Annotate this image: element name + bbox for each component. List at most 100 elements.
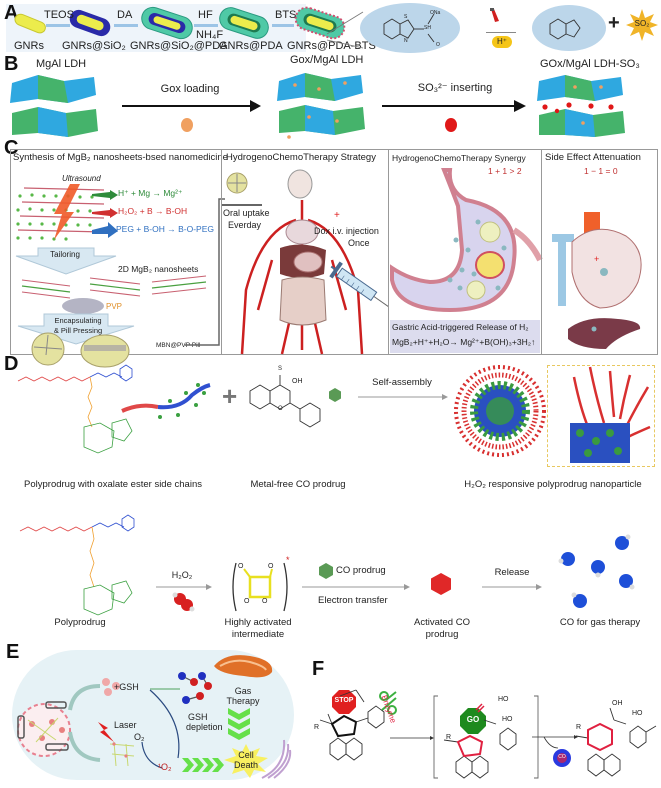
bts-sh-label: SH xyxy=(424,25,431,31)
species-gnrs-pda: GNRs@PDA xyxy=(219,40,283,52)
intermediate-o-3: O xyxy=(244,598,250,605)
polymer-chain-icon xyxy=(121,383,211,419)
product-r-label: R xyxy=(576,724,582,731)
panel-label-f: F xyxy=(312,658,325,680)
polyprodrug-structure-2 xyxy=(19,514,135,616)
er-membrane-icon xyxy=(261,739,292,779)
intermediate-caption-1: Highly activated xyxy=(224,617,292,628)
plus-sign-d: + xyxy=(222,381,238,411)
tailoring-arrow xyxy=(15,247,117,275)
oral-pill-icon xyxy=(226,172,248,194)
intermediate-o-2: O xyxy=(268,563,274,570)
reaction-arrows xyxy=(92,190,118,238)
co-gas-therapy-caption: CO for gas therapy xyxy=(559,617,641,628)
co-prodrug-oh: OH xyxy=(292,378,303,385)
nanosheets-label: 2D MgB₂ nanosheets xyxy=(118,264,199,274)
mitochondria-icon xyxy=(214,655,273,678)
release-arrow xyxy=(482,584,542,590)
gnr-rod-icon xyxy=(14,13,46,34)
mgb2-layers-illustration xyxy=(16,184,105,241)
tailoring-label: Tailoring xyxy=(50,250,80,259)
stop-octagon-icon xyxy=(332,690,356,714)
polyprodrug-caption-1: Polyprodrug with oxalate ester side chai… xyxy=(24,479,202,490)
species-gnrs-pda-bts: GNRs@PDA-BTS xyxy=(287,40,376,52)
enzyme-scissors-icon xyxy=(379,691,397,715)
panel-label-d: D xyxy=(4,353,19,375)
electron-transfer-arrow xyxy=(302,584,410,590)
panel-label-b: B xyxy=(4,53,19,75)
oral-uptake-label-2: Everday xyxy=(228,220,262,230)
ldh-stack-1 xyxy=(10,75,98,137)
reactant-structure xyxy=(319,689,385,761)
reaction-arrow-a xyxy=(486,32,516,33)
intermediate-structure xyxy=(443,703,517,779)
curved-arrows xyxy=(68,684,101,762)
co-label: CO xyxy=(558,754,566,760)
activated-co-prodrug-icon xyxy=(431,573,451,595)
singlet-oxygen-label: ¹O₂ xyxy=(158,762,172,772)
intermediate-caption-2: intermediate xyxy=(231,629,285,640)
ldh-label: MgAl LDH xyxy=(36,58,87,70)
activated-caption-1: Activated CO xyxy=(414,617,470,628)
pill-to-body-connector xyxy=(185,198,225,346)
gox-ldh-so3-label: GOx/MgAl LDH-SO₃ xyxy=(540,58,640,70)
panel-f: F STOP Enzyme R GO xyxy=(300,640,661,788)
activated-caption-2: prodrug xyxy=(425,629,459,640)
reaction-mg: H⁺ + Mg → Mg²⁺ xyxy=(118,188,183,198)
reaction-arrow-f-2 xyxy=(532,735,578,749)
dioxetane-intermediate xyxy=(232,562,288,612)
gas-therapy-label-1: Gas xyxy=(234,686,252,696)
nanosheet-fragments xyxy=(21,275,207,299)
gsh-depletion-arrow xyxy=(149,689,180,759)
encapsulating-label-2: & Pill Pressing xyxy=(53,326,103,335)
attenuation-divider xyxy=(541,149,542,354)
o2-to-singlet-arrow xyxy=(141,741,163,769)
step-arrow-4 xyxy=(272,24,294,27)
self-assembly-label: Self-assembly xyxy=(372,377,432,388)
laser-pointer-icon xyxy=(490,8,499,22)
stop-label: STOP xyxy=(334,697,354,704)
go-octagon-icon xyxy=(460,708,486,734)
intermediate-ho-2: HO xyxy=(502,716,513,723)
h2o2-label: H₂O₂ xyxy=(171,570,193,580)
product-structure xyxy=(575,707,657,777)
syringe-icon xyxy=(329,261,389,308)
arrow-gox-loading xyxy=(122,100,261,112)
pill-side-icon xyxy=(80,334,130,368)
co-molecules-icon xyxy=(558,534,635,608)
human-body-illustration xyxy=(240,169,364,355)
nanoparticle-caption: H₂O₂ responsive polyprodrug nanoparticle xyxy=(464,479,642,490)
step-arrow-2 xyxy=(114,24,138,27)
plus-sign-a: + xyxy=(608,12,620,34)
species-gnrs-sio2: GNRs@SiO₂ xyxy=(62,40,126,52)
singlet-chevrons xyxy=(182,758,224,772)
co-prodrug-structure xyxy=(249,375,321,428)
strategy-divider-left xyxy=(221,149,222,354)
panel-d: D + S OH O Self-assembly xyxy=(0,353,661,640)
release-label: Release xyxy=(494,567,530,578)
so2-release-dots xyxy=(102,678,120,696)
stomach-illustration xyxy=(390,168,543,313)
ultrasound-label: Ultrasound xyxy=(62,174,101,183)
reagent-da: DA xyxy=(117,9,133,21)
bts-o-label: O xyxy=(436,42,440,48)
cell-death-label-1: Cell xyxy=(238,750,254,760)
species-gnrs: GNRs xyxy=(14,40,44,52)
so3-dot-icon xyxy=(445,118,457,132)
electron-transfer-label: Electron transfer xyxy=(318,595,388,606)
h-plus-badge: H⁺ xyxy=(492,36,512,48)
synergy-caption-box xyxy=(390,320,540,353)
gas-therapy-label-2: Therapy xyxy=(226,696,260,706)
ldh-stack-3 xyxy=(537,75,625,137)
synergy-title: HydrogenoChemoTherapy Synergy xyxy=(392,153,526,163)
panel-c-frame xyxy=(10,149,658,355)
nanoplatform-illustration xyxy=(17,701,71,757)
laser-label: Laser xyxy=(114,720,137,730)
reaction-arrow-f-1 xyxy=(390,736,434,740)
synergy-divider xyxy=(388,149,389,354)
co-ball-icon xyxy=(553,749,571,767)
co-prodrug-step-label: CO prodrug xyxy=(336,565,386,576)
mgb2-reaction: MgB₂+H⁺+H₂O→ Mg²⁺+B(OH)₃+3H₂↑ xyxy=(392,337,536,347)
h2o2-arrow xyxy=(156,584,212,590)
step-gox-loading: Gox loading xyxy=(160,83,220,95)
